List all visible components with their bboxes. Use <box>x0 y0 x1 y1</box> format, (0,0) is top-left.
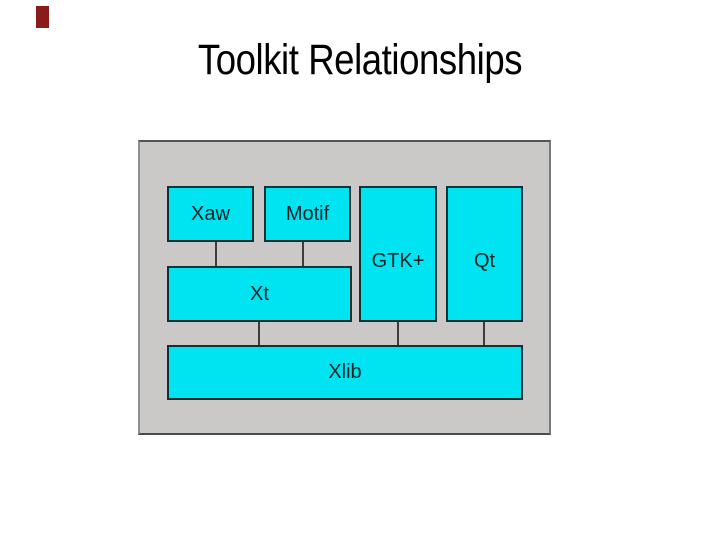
red-marker <box>36 6 49 28</box>
node-label-xaw: Xaw <box>191 202 230 225</box>
connector-gtk-to-xlib <box>397 322 399 345</box>
connector-qt-to-xlib <box>483 322 485 345</box>
node-gtk: GTK+ <box>359 186 437 322</box>
node-label-gtk: GTK+ <box>371 249 425 272</box>
node-xlib: Xlib <box>167 345 523 400</box>
connector-xaw-to-xt <box>215 242 217 266</box>
page-title: Toolkit Relationships <box>197 36 523 84</box>
node-xt: Xt <box>167 266 352 322</box>
node-label-motif: Motif <box>285 202 330 225</box>
node-xaw: Xaw <box>167 186 254 242</box>
connector-xt-to-xlib <box>258 322 260 345</box>
node-label-xlib: Xlib <box>328 361 362 383</box>
node-label-qt: Qt <box>473 249 496 272</box>
connector-motif-to-xt <box>302 242 304 266</box>
node-motif: Motif <box>264 186 351 242</box>
node-label-xt: Xt <box>250 282 269 305</box>
node-qt: Qt <box>446 186 523 322</box>
